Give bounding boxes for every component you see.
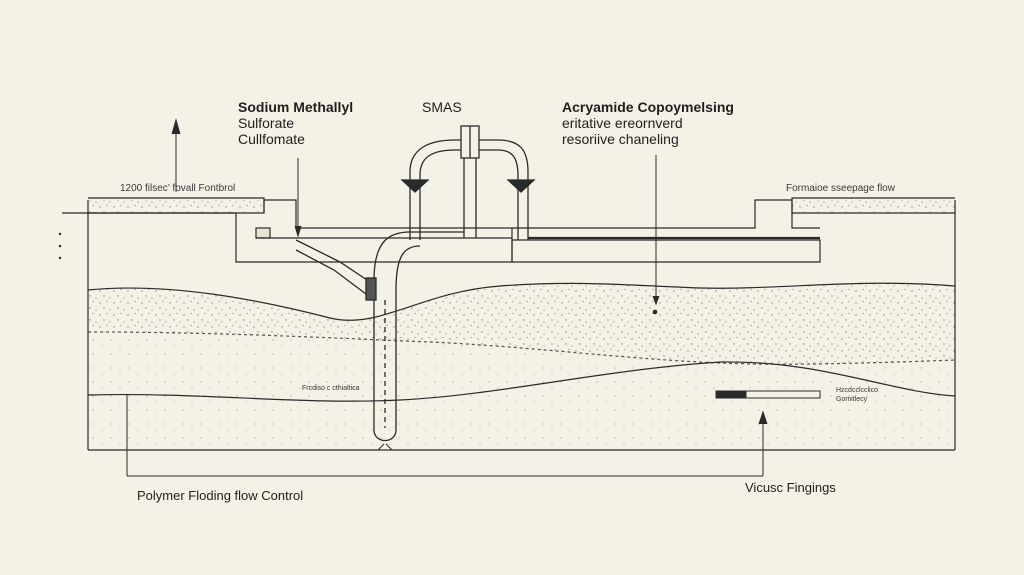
surface-band — [62, 197, 955, 263]
well-bottom — [373, 429, 397, 442]
label-viscous-fingering: Vicusc Fingings — [745, 480, 836, 495]
channel-slot-left — [255, 227, 271, 239]
valve-left-icon — [400, 179, 430, 193]
label-sulforate: Sulforate — [238, 115, 295, 131]
scale-bar-fill — [715, 390, 747, 399]
channel-right-step — [512, 239, 821, 263]
well-outer — [373, 231, 464, 281]
acrylamide-pointer-dot — [652, 309, 658, 315]
label-resoriive: resoriive chaneling — [562, 131, 679, 147]
upper-layer-top-boundary — [87, 282, 956, 321]
well-inner — [395, 245, 421, 291]
label-right-tiny-2: Gomitlecy — [836, 396, 868, 403]
pipe-outer-loop — [409, 139, 529, 240]
label-smas: SMAS — [422, 99, 462, 115]
pointer-lines — [126, 118, 768, 477]
well-inlet-block — [365, 277, 377, 301]
label-sodium-methallyl: Sodium Methallyl — [238, 99, 354, 115]
valve-right-icon — [506, 179, 536, 193]
label-acrylamide: Acryamide Copoymelsing — [562, 99, 734, 115]
well-inlet-duct — [295, 239, 371, 283]
viscous-arrow-head-icon — [758, 410, 768, 425]
label-right-surface: Formaioe sseepage flow — [786, 183, 895, 194]
sodium-pointer-head-icon — [294, 225, 302, 238]
tick-dot — [58, 244, 62, 248]
label-polymer-flooding: Polymer Floding flow Control — [137, 488, 304, 503]
up-arrow-head-icon — [171, 118, 181, 135]
surface-dotted-left — [88, 200, 264, 212]
channel-top-left — [263, 199, 512, 229]
scale-bar — [715, 390, 821, 399]
label-mid-tiny: Frcdiso c cthialtica — [302, 385, 360, 392]
well-exit-marks — [377, 443, 393, 451]
label-left-surface: 1200 filsec’ fovall Fontbrol — [120, 183, 236, 194]
surface-dotted-right — [792, 200, 955, 212]
label-cullfomate: Cullfomate — [238, 131, 305, 147]
tick-dot — [58, 256, 62, 260]
label-right-tiny-1: Hzcdcclcclico — [836, 387, 879, 394]
reservoir-layers — [87, 200, 956, 451]
acrylamide-pointer-head-icon — [652, 295, 660, 306]
well-inlet-duct-lower — [295, 249, 367, 295]
pipe-inner-loop — [419, 149, 519, 240]
injection-well — [295, 231, 464, 451]
channel-top-right — [512, 199, 820, 229]
middle-sand-fill — [88, 332, 955, 402]
tick-dot — [58, 232, 62, 236]
left-margin-ticks — [58, 232, 62, 260]
smas-pipe — [400, 125, 536, 240]
label-eritative: eritative ereornverd — [562, 115, 683, 131]
lower-sand-layer — [88, 361, 955, 450]
upper-sand-layer — [88, 283, 955, 365]
